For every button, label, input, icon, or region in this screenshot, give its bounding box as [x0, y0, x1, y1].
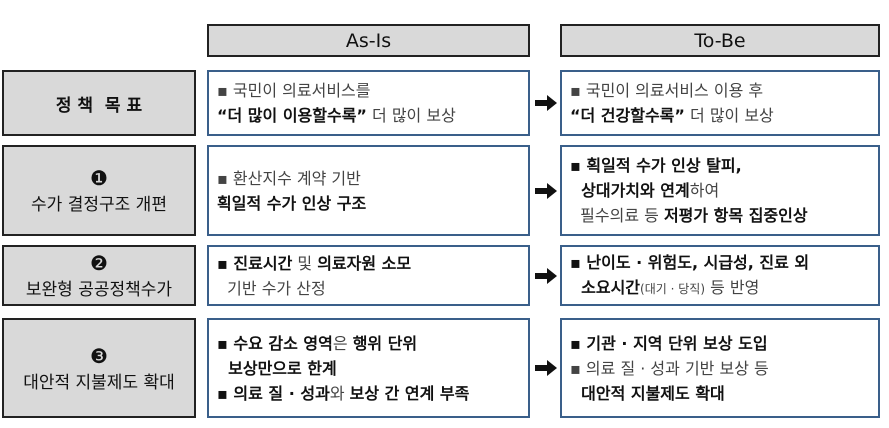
text-segment: 하여: [689, 181, 720, 200]
cell-line: 소요시간(대기 · 당직) 등 반영: [570, 275, 878, 302]
text-segment: 행위 단위: [352, 333, 418, 353]
text-segment: ▪ 획일적 수가 인상 탈피,: [570, 156, 742, 175]
row-label: ❷ 보완형 공공정책수가: [2, 245, 196, 306]
cell-line: ▪ 획일적 수가 인상 탈피,: [570, 153, 878, 178]
cell-line: “더 많이 이용할수록” 더 많이 보상: [217, 103, 528, 128]
row-label-text: 보완형 공공정책수가: [25, 280, 173, 300]
text-segment: 필수의료 등: [570, 206, 664, 225]
cell-line: ▪ 수요 감소 영역은 행위 단위: [217, 331, 528, 356]
row-label-text: 대안적 지불제도 확대: [23, 372, 175, 393]
cell-line: 필수의료 등 저평가 항목 집중인상: [570, 203, 878, 228]
text-segment: ▪ 의료 질 · 성과 기반 보상 등: [570, 358, 769, 378]
text-segment: ▪ 기관 · 지역 단위 보상 도입: [570, 333, 768, 353]
row-label: ❸ 대안적 지불제도 확대: [2, 318, 196, 418]
cell-line: 대안적 지불제도 확대: [570, 381, 878, 406]
tobe-cell: ▪ 획일적 수가 인상 탈피, 상대가치와 연계하여 필수의료 등 저평가 항목…: [560, 145, 880, 236]
tobe-cell: ▪ 난이도 · 위험도, 시급성, 진료 외 소요시간(대기 · 당직) 등 반…: [560, 245, 880, 306]
text-segment: ▪ 난이도 · 위험도, 시급성, 진료 외: [570, 252, 810, 272]
text-segment: ▪ 진료시간: [217, 253, 293, 273]
arrow-right-icon: [535, 182, 557, 199]
text-segment: 보상만으로 한계: [217, 358, 337, 378]
cell-line: ▪ 환산지수 계약 기반: [217, 166, 528, 191]
number-badge: ❶: [90, 166, 108, 190]
number-badge: ❸: [90, 343, 108, 368]
cell-line: ▪ 진료시간 및 의료자원 소모: [217, 251, 528, 276]
cell-line: ▪ 기관 · 지역 단위 보상 도입: [570, 331, 878, 356]
text-segment: 및: [292, 253, 318, 273]
text-segment: ▪ 국민이 의료서비스 이용 후: [570, 81, 764, 100]
text-segment: “더 건강할수록”: [570, 106, 685, 125]
cell-line: 상대가치와 연계하여: [570, 178, 878, 203]
text-segment: “더 많이 이용할수록”: [217, 106, 367, 125]
text-segment: 기반 수가 산정: [217, 278, 326, 298]
text-segment: 저평가 항목 집중인상: [663, 206, 808, 225]
text-segment: ▪ 환산지수 계약 기반: [217, 168, 361, 188]
cell-line: ▪ 국민이 의료서비스 이용 후: [570, 78, 878, 103]
header-as-is: As-Is: [207, 24, 530, 57]
cell-line: ▪ 의료 질 · 성과 기반 보상 등: [570, 356, 878, 381]
text-segment: 상대가치와 연계: [570, 181, 690, 200]
cell-line: ▪ 의료 질 · 성과와 보상 간 연계 부족: [217, 381, 528, 406]
text-segment: (대기 · 당직): [640, 281, 705, 296]
text-segment: 보상 간 연계 부족: [349, 383, 470, 403]
text-segment: ▪ 수요 감소 영역: [217, 333, 333, 353]
text-segment: ▪ 의료 질 · 성과: [217, 383, 330, 403]
cell-line: 보상만으로 한계: [217, 356, 528, 381]
number-badge: ❷: [90, 251, 108, 275]
asis-cell: ▪ 국민이 의료서비스를 “더 많이 이용할수록” 더 많이 보상: [207, 70, 530, 136]
cell-line: ▪ 난이도 · 위험도, 시급성, 진료 외: [570, 250, 878, 275]
row-label: 정 책 목 표: [2, 70, 196, 136]
text-segment: 의료자원 소모: [317, 253, 412, 273]
row-label-text: 수가 결정구조 개편: [31, 195, 167, 215]
asis-cell: ▪ 수요 감소 영역은 행위 단위 보상만으로 한계 ▪ 의료 질 · 성과와 보…: [207, 318, 530, 418]
cell-line: “더 건강할수록” 더 많이 보상: [570, 103, 878, 128]
cell-line: 기반 수가 산정: [217, 276, 528, 301]
arrow-right-icon: [535, 95, 557, 111]
text-segment: 등 반영: [705, 277, 760, 297]
cell-line: 획일적 수가 인상 구조: [217, 191, 528, 216]
tobe-cell: ▪ 국민이 의료서비스 이용 후 “더 건강할수록” 더 많이 보상: [560, 70, 880, 136]
tobe-cell: ▪ 기관 · 지역 단위 보상 도입 ▪ 의료 질 · 성과 기반 보상 등 대안…: [560, 318, 880, 418]
text-segment: 은: [332, 333, 353, 353]
row-label-text: 정 책 목 표: [55, 95, 143, 116]
arrow-right-icon: [535, 267, 557, 284]
row-label: ❶ 수가 결정구조 개편: [2, 145, 196, 236]
text-segment: 더 많이 보상: [366, 106, 456, 125]
text-segment: ▪ 국민이 의료서비스를: [217, 81, 371, 100]
text-segment: 소요시간: [570, 277, 641, 297]
arrow-right-icon: [535, 360, 557, 376]
asis-cell: ▪ 진료시간 및 의료자원 소모 기반 수가 산정: [207, 245, 530, 306]
cell-line: ▪ 국민이 의료서비스를: [217, 78, 528, 103]
text-segment: 대안적 지불제도 확대: [570, 383, 725, 403]
header-to-be: To-Be: [560, 24, 880, 57]
text-segment: 더 많이 보상: [684, 106, 774, 125]
text-segment: 획일적 수가 인상 구조: [217, 193, 367, 213]
text-segment: 와: [329, 383, 350, 403]
